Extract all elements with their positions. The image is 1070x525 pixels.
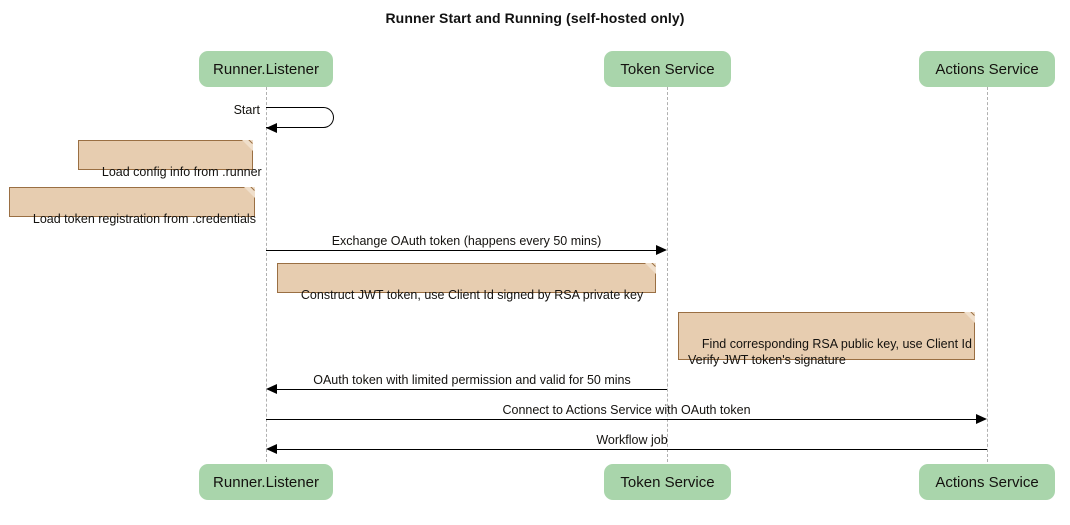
participant-token-service-top[interactable]: Token Service [604,51,731,87]
note-construct-jwt: Construct JWT token, use Client Id signe… [277,263,656,302]
note-text: Find corresponding RSA public key, use C… [688,337,972,367]
message-label-exchange-oauth-token: Exchange OAuth token (happens every 50 m… [331,234,602,248]
participant-actions-service-top[interactable]: Actions Service [919,51,1055,87]
participant-label: Token Service [620,473,715,491]
message-self-loop-start [266,107,334,128]
participant-label: Runner.Listener [213,473,319,491]
note-text: Load token registration from .credential… [32,212,256,226]
lifeline-actions-service [987,87,988,462]
participant-actions-service-bottom[interactable]: Actions Service [919,464,1055,500]
note-text: Construct JWT token, use Client Id signe… [300,288,644,302]
note-fold-edge-icon [241,140,253,152]
lifeline-runner [266,87,267,462]
note-load-token-registration: Load token registration from .credential… [9,187,256,226]
note-text: Load config info from .runner [101,165,262,179]
message-line-oauth-token-reply [277,389,667,390]
arrow-head-exchange-oauth-token [656,245,667,255]
note-verify-jwt: Find corresponding RSA public key, use C… [678,312,975,367]
participant-runner-listener-top[interactable]: Runner.Listener [199,51,333,87]
arrow-head-start [266,123,277,133]
message-line-connect-actions-service [266,419,976,420]
note-fold-edge-icon [963,312,975,324]
message-line-workflow-job [277,449,987,450]
arrow-head-oauth-token-reply [266,384,277,394]
participant-label: Actions Service [935,60,1039,78]
message-label-oauth-token-reply: OAuth token with limited permission and … [313,373,631,387]
arrow-head-workflow-job [266,444,277,454]
note-fold-edge-icon [243,187,255,199]
page-title: Runner Start and Running (self-hosted on… [385,10,685,26]
lifeline-token-service [667,87,668,462]
participant-label: Actions Service [935,473,1039,491]
message-label-connect-actions-service: Connect to Actions Service with OAuth to… [502,403,751,417]
participant-label: Token Service [620,60,715,78]
participant-token-service-bottom[interactable]: Token Service [604,464,731,500]
participant-label: Runner.Listener [213,60,319,78]
participant-runner-listener-bottom[interactable]: Runner.Listener [199,464,333,500]
note-load-config: Load config info from .runner [78,140,262,179]
message-label-start: Start [233,103,260,117]
arrow-head-connect-actions-service [976,414,987,424]
note-fold-edge-icon [644,263,656,275]
message-line-exchange-oauth-token [266,250,656,251]
message-label-workflow-job: Workflow job [596,433,668,447]
